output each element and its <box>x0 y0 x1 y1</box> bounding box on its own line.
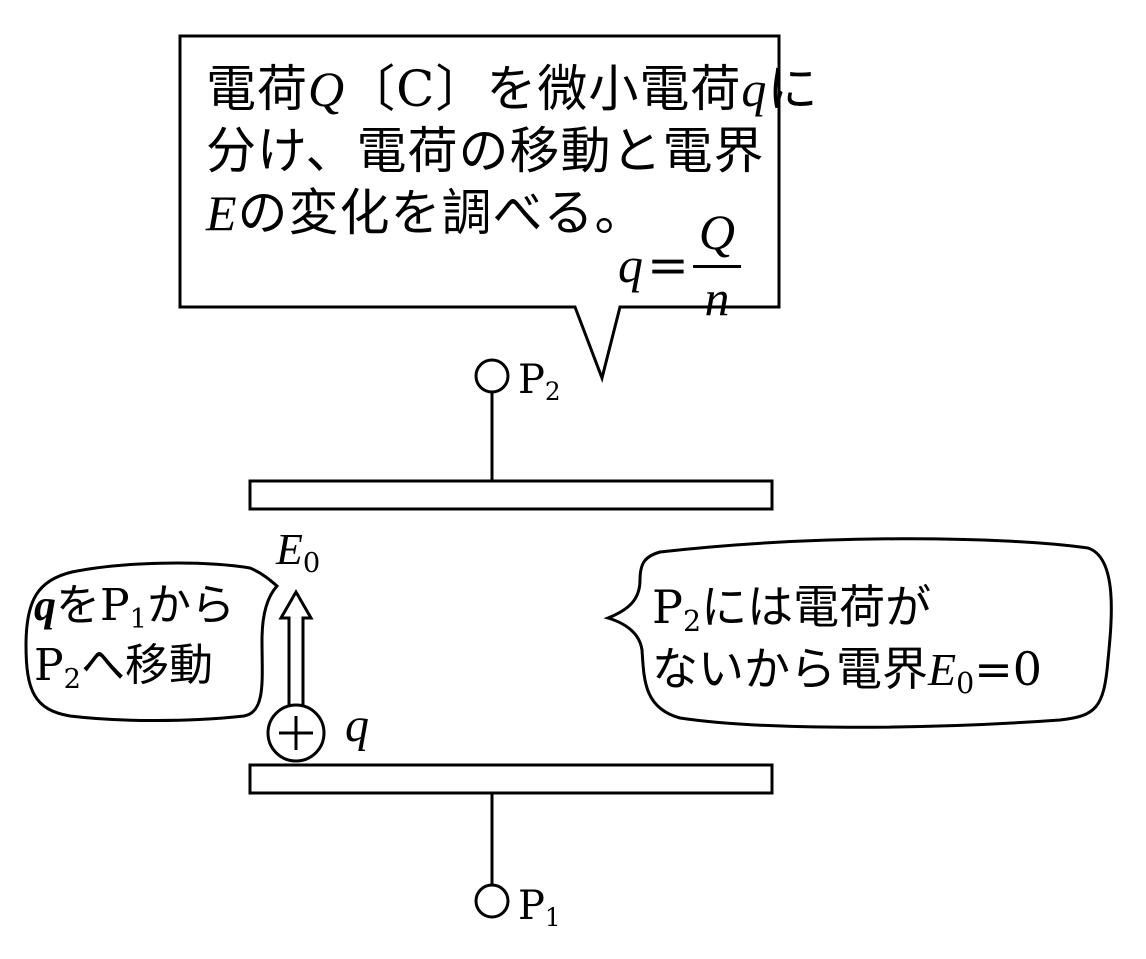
charge-label-q: q <box>345 699 369 752</box>
terminal-p1-letter: P <box>518 883 545 929</box>
formula-lhs: q <box>618 237 643 293</box>
terminal-p1-circle <box>474 883 510 919</box>
callout-line-3-text: の変化を調べる。 <box>237 184 646 242</box>
callout-word-charge: 電荷 <box>206 60 308 118</box>
right-bubble-line-2: ないから電界E0=0 <box>652 644 1042 698</box>
right-bubble-var-E: E <box>928 644 957 695</box>
bottom-plate <box>248 763 774 795</box>
terminal-p2-sub: 2 <box>544 376 561 406</box>
callout-unit-text: 〔C〕を微小電荷 <box>345 60 742 118</box>
callout-var-q: q <box>741 61 768 117</box>
left-bubble-kara: から <box>146 580 235 631</box>
callout-line-1: 電荷Q〔C〕を微小電荷qに <box>206 64 818 114</box>
terminal-p2-label: P2 <box>518 357 561 404</box>
left-bubble-wo: を <box>56 580 100 631</box>
left-bubble-move: へ移動 <box>80 640 213 691</box>
top-callout-box <box>178 34 781 383</box>
terminal-p2-letter: P <box>518 357 545 403</box>
terminal-p1-sub: 1 <box>544 902 561 932</box>
left-bubble-p: P <box>100 580 130 631</box>
left-bubble-line-1: qをP1から <box>34 581 235 633</box>
formula-numerator: Q <box>692 206 742 268</box>
callout-var-Q: Q <box>308 61 346 117</box>
right-bubble <box>603 537 1113 729</box>
field-label-sub: 0 <box>302 547 321 579</box>
formula-denominator: n <box>704 269 730 326</box>
right-bubble-text-2: ないから電界 <box>652 642 928 696</box>
right-bubble-eq-zero: =0 <box>974 642 1043 696</box>
terminal-p1-label: P1 <box>518 883 561 930</box>
callout-var-E: E <box>206 185 238 241</box>
formula-eq: = <box>647 236 689 294</box>
left-bubble-p-sub: 1 <box>129 603 147 635</box>
move-arrow-icon <box>278 588 314 708</box>
terminal-p2-circle <box>474 358 510 394</box>
callout-line-2: 分け、電荷の移動と電界 <box>206 122 765 180</box>
right-bubble-line-1: P2には電荷が <box>652 584 931 636</box>
callout-word-ni: に <box>767 60 819 118</box>
left-bubble <box>24 561 280 722</box>
left-bubble-p2-sub: 2 <box>63 663 81 695</box>
right-bubble-E-sub: 0 <box>956 666 975 700</box>
left-bubble-line-2: P2へ移動 <box>34 644 213 693</box>
right-bubble-p-sub: 2 <box>682 604 702 638</box>
top-plate <box>248 479 774 511</box>
left-bubble-var-q: q <box>34 581 56 630</box>
field-label-letter: E <box>276 525 303 574</box>
right-bubble-text-1: には電荷が <box>701 580 932 634</box>
callout-line-3: Eの変化を調べる。 <box>206 188 646 238</box>
field-label-e0: E0 <box>276 525 320 577</box>
right-bubble-p: P <box>652 580 683 634</box>
left-bubble-p2: P <box>34 640 64 691</box>
